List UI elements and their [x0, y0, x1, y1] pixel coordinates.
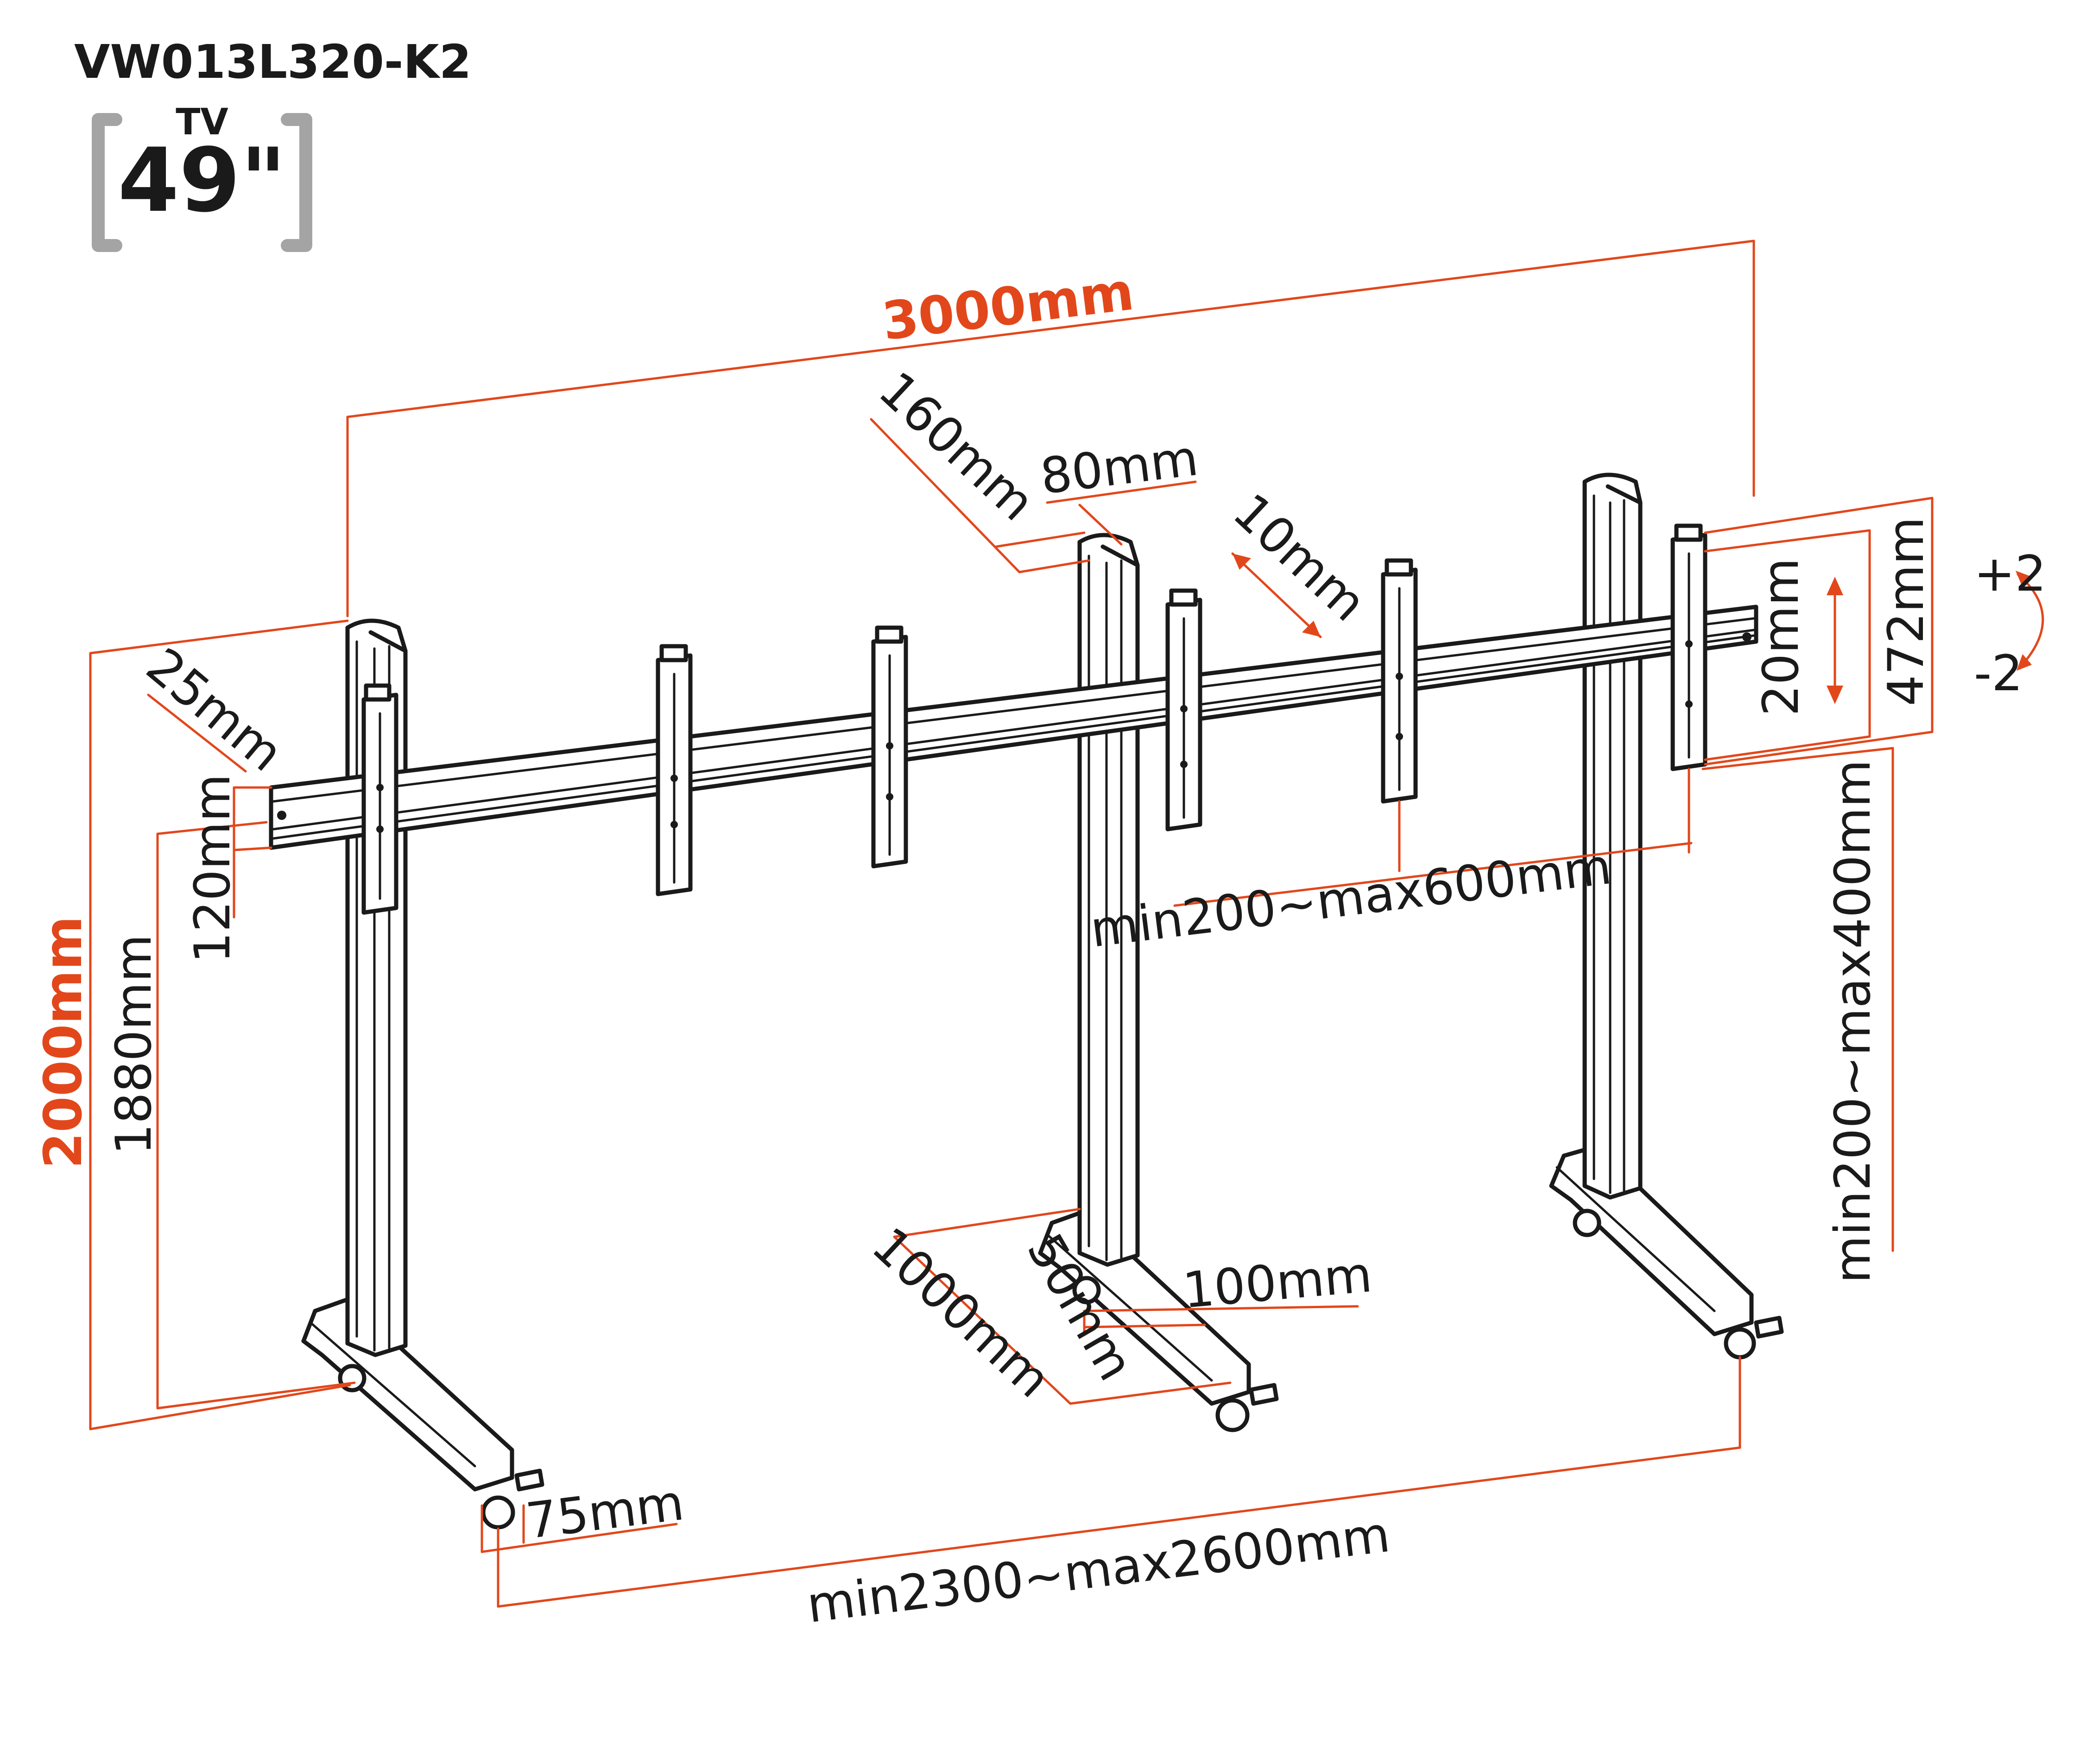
dim-base-width: 100mm: [1181, 1246, 1374, 1319]
dim-caster: 75mm: [523, 1474, 687, 1550]
right-post: [1582, 472, 1643, 1200]
dim-tilt-plus: +2: [1974, 545, 2046, 602]
dim-rail-height: 120mm: [184, 774, 241, 964]
dim-bracket-width: 80mm: [1037, 429, 1201, 505]
dim-vertical-adjust: min200~max400mm: [1824, 760, 1881, 1284]
stand-structure: [269, 472, 1784, 1530]
model-code: VW013L320-K2: [74, 35, 471, 89]
left-base: [301, 1297, 544, 1530]
dimension-labels: 3000mm 2000mm 1880mm 120mm 25mm 160mm 80…: [33, 262, 2046, 1634]
dim-bracket-length: 472mm: [1878, 517, 1935, 706]
badge-right-bracket: [281, 113, 312, 252]
tv-bracket-2: [656, 644, 693, 896]
dim-tilt-minus: -2: [1974, 645, 2023, 702]
dim-height-total: 2000mm: [33, 916, 94, 1168]
dim-bracket-spacing: min200~max600mm: [1087, 838, 1614, 958]
dimension-lines: [89, 239, 2044, 1608]
mounting-rail: [269, 605, 1758, 850]
dim-rail-depth: 25mm: [136, 637, 294, 782]
tv-bracket-6: [1670, 523, 1707, 771]
dim-post-spacing: min2300~max2600mm: [804, 1506, 1393, 1634]
tv-bracket-4: [1165, 588, 1202, 832]
badge-size: 49": [118, 129, 286, 232]
tv-bracket-5: [1381, 558, 1418, 804]
tv-bracket-1: [361, 683, 398, 915]
dim-height-rail: 1880mm: [105, 934, 162, 1155]
badge-left-bracket: [92, 113, 122, 252]
badge-tv-label: TV: [176, 101, 228, 143]
dim-tilt-travel: 20mm: [1752, 558, 1809, 716]
dim-width-total: 3000mm: [879, 262, 1137, 352]
tv-bracket-3: [871, 625, 908, 869]
